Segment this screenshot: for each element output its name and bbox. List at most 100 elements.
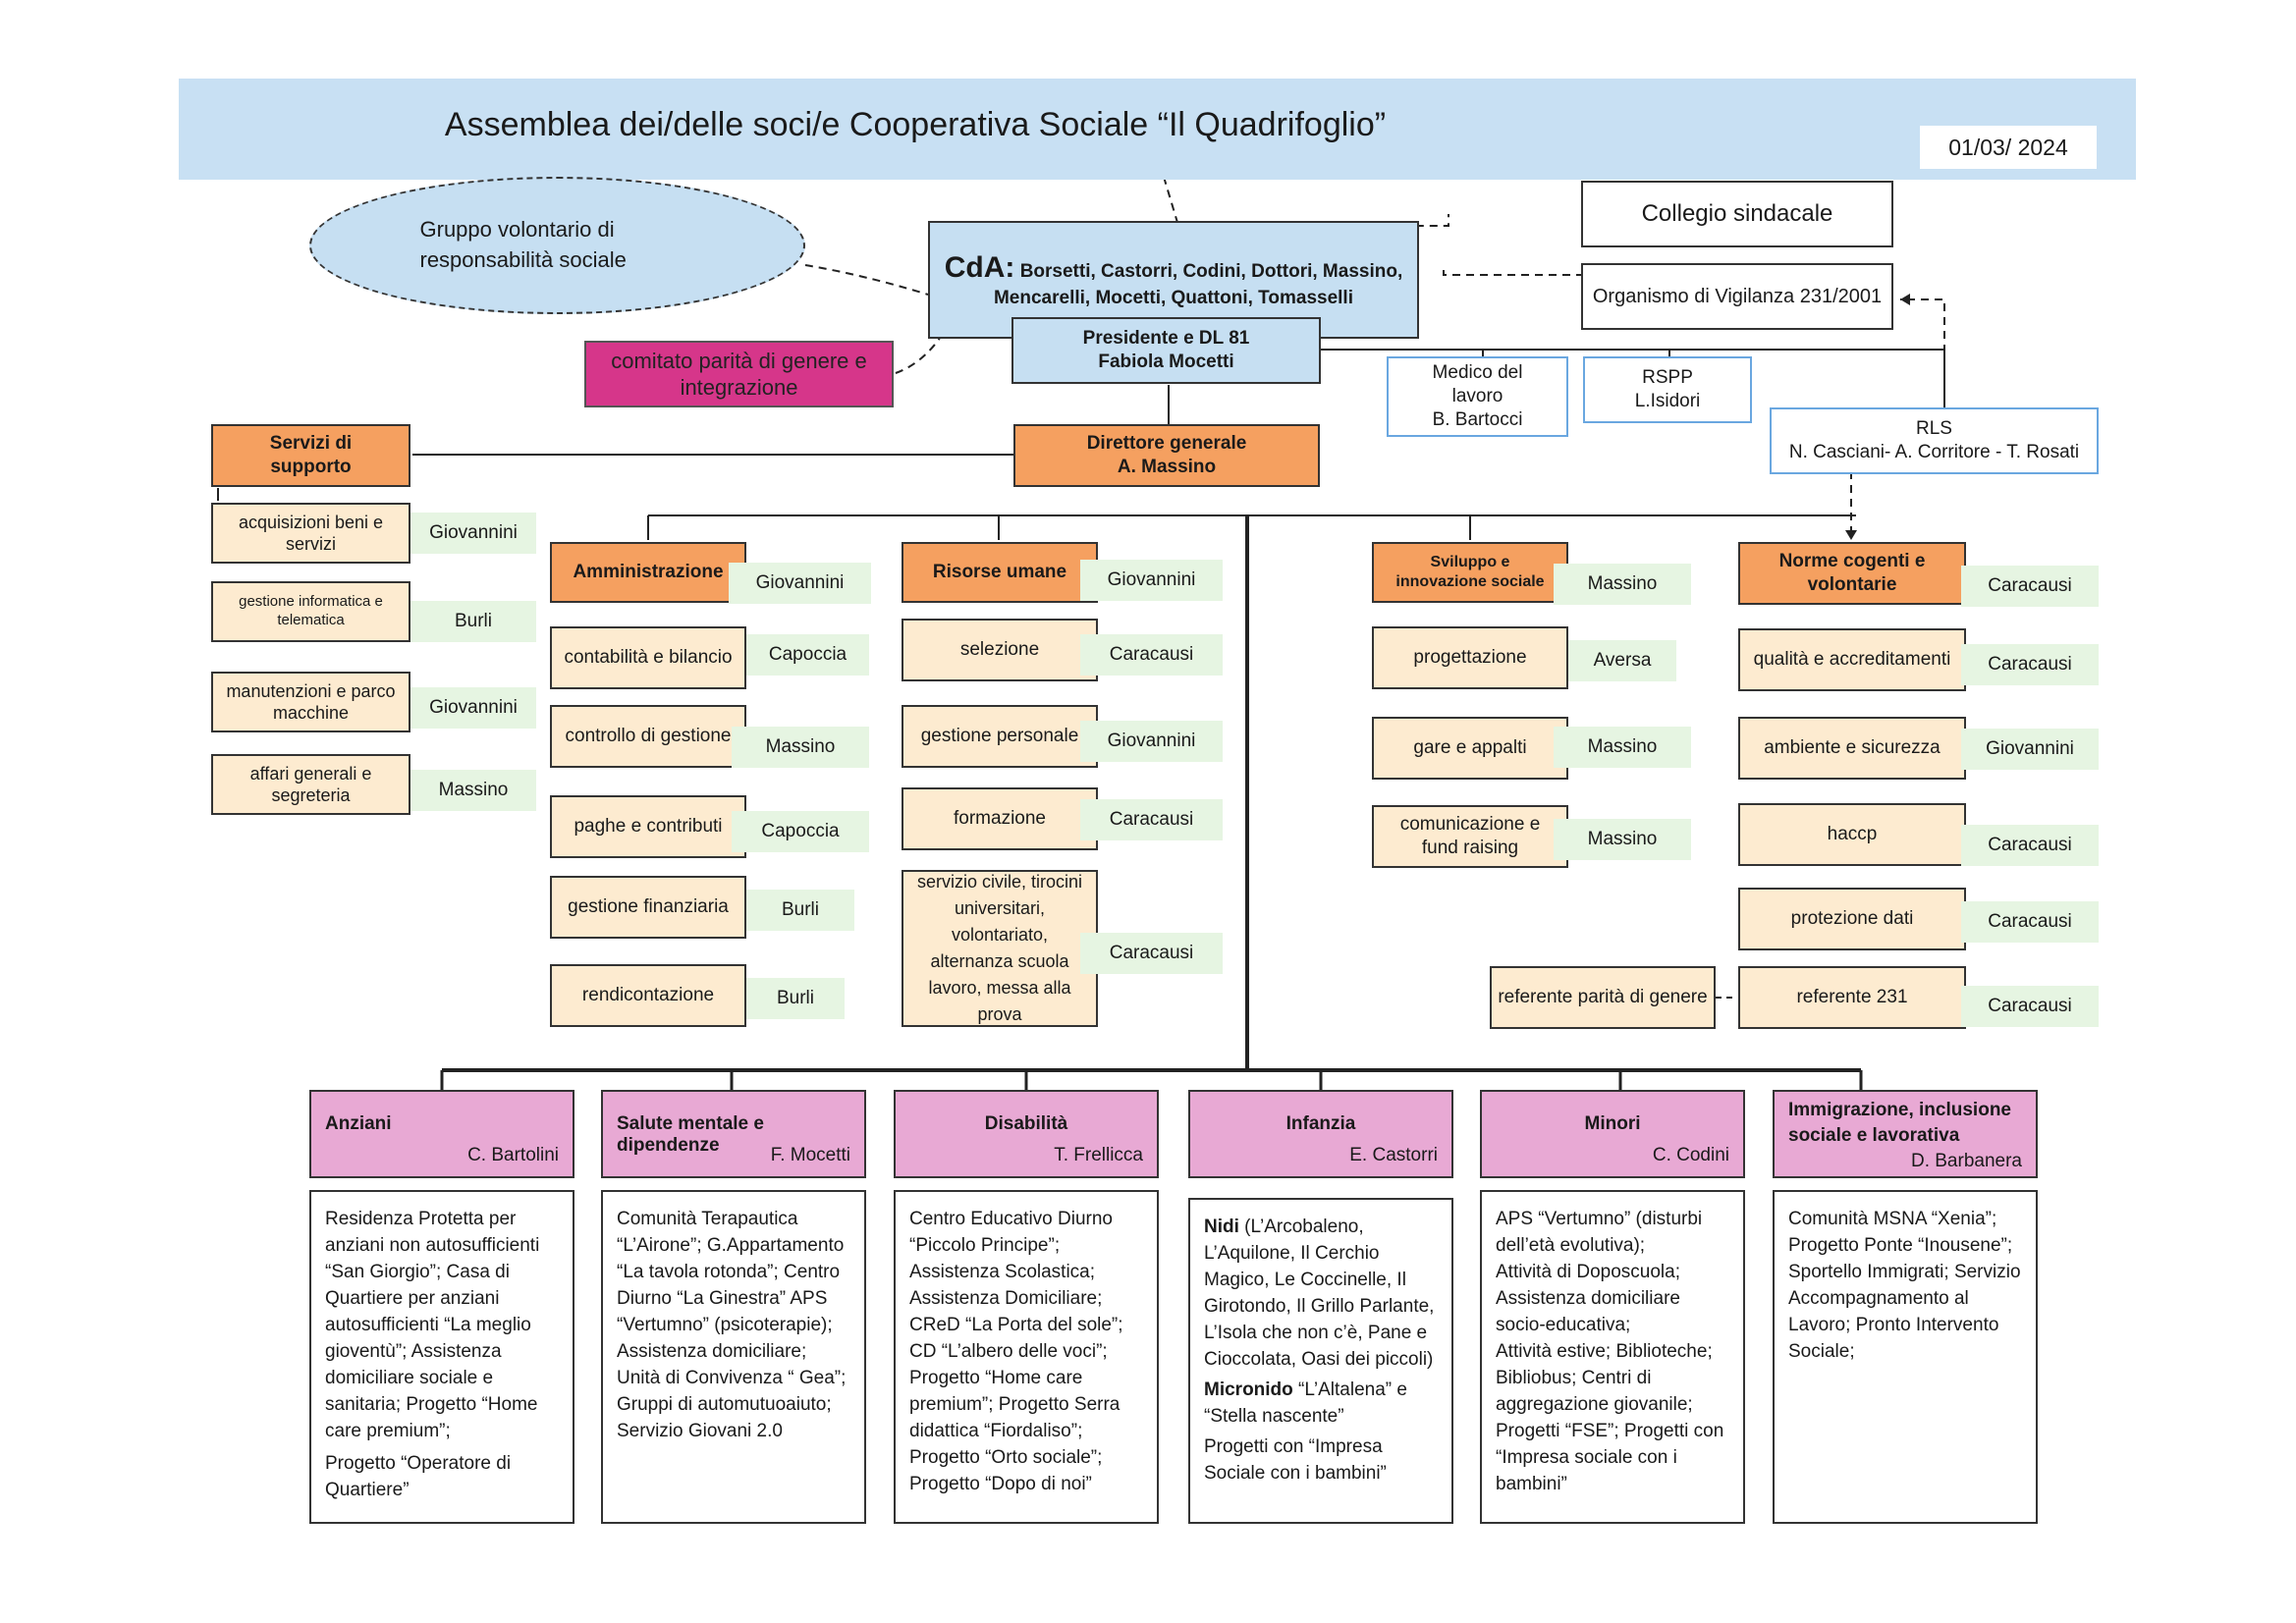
header-band	[179, 79, 2136, 180]
sviluppo-item-label: progettazione	[1413, 647, 1527, 669]
amministrazione-item-label: contabilità e bilancio	[564, 647, 733, 669]
odv-label: Organismo di Vigilanza 231/2001	[1592, 285, 1883, 307]
rls-line-1: RLS	[1916, 418, 1952, 440]
sector-header-immigrazione: Immigrazione, inclusione sociale e lavor…	[1773, 1090, 2038, 1178]
service-text: “L’Altalena” e “Stella nascente”	[1204, 1380, 1407, 1427]
sviluppo-title-1: Sviluppo e	[1430, 554, 1510, 570]
item-person-label: Caracausi	[1988, 654, 2072, 675]
norme-item-label: protezione dati	[1790, 908, 1914, 930]
sector-title: Disabilità	[984, 1113, 1068, 1134]
amministrazione-person: Capoccia	[746, 634, 869, 676]
service-text: Centro Educativo Diurno “Piccolo Princip…	[909, 1209, 1123, 1494]
comitato-label: comitato parità di genere e integrazione	[611, 348, 867, 401]
norme-item: ambiente e sicurezza	[1738, 717, 1966, 780]
amministrazione-item-label: rendicontazione	[581, 985, 715, 1006]
supporto-item: acquisizioni beni e servizi	[211, 503, 410, 564]
item-person-label: Capoccia	[761, 821, 840, 841]
referente-parita-box: referente parità di genere	[1490, 966, 1716, 1029]
norme-header: Norme cogenti e volontarie	[1738, 542, 1966, 605]
supporto-item-label: acquisizioni beni e servizi	[238, 512, 384, 555]
supporto-item-label: affari generali e segreteria	[249, 763, 372, 806]
service-text: Progetti con “Impresa Sociale con i bamb…	[1204, 1436, 1387, 1484]
supporto-item: gestione informatica e telematica	[211, 581, 410, 642]
norme-person: Caracausi	[1961, 825, 2099, 866]
cda-members-line-2: Mencarelli, Mocetti, Quattoni, Tomassell…	[993, 287, 1353, 308]
sviluppo-person: Massino	[1554, 819, 1691, 860]
services-anziani: Residenza Protetta per anziani non autos…	[309, 1190, 574, 1524]
gruppo-volontario-ellipse: Gruppo volontario di responsabilità soci…	[309, 177, 805, 314]
page-title: Assemblea dei/delle soci/e Cooperativa S…	[444, 106, 1387, 143]
service-text: Attività di Doposcuola;	[1496, 1262, 1680, 1282]
sviluppo-item: comunicazione e fund raising	[1372, 805, 1568, 868]
sviluppo-item-label: comunicazione e fund raising	[1399, 814, 1541, 858]
norme-item: qualità e accreditamenti	[1738, 628, 1966, 691]
item-person-label: Capoccia	[768, 644, 847, 665]
norme-item-label: haccp	[1827, 824, 1878, 845]
supporto-person-label: Giovannini	[429, 697, 518, 718]
supporto-person: Massino	[410, 770, 536, 811]
sector-person: F. Mocetti	[770, 1145, 850, 1165]
service-text: APS “Vertumno” (disturbi dell’età evolut…	[1496, 1209, 1703, 1256]
supporto-person: Burli	[410, 601, 536, 642]
norme-item-label: qualità e accreditamenti	[1753, 649, 1951, 671]
sector-header-infanzia: Infanzia E. Castorri	[1188, 1090, 1453, 1178]
amministrazione-person: Giovannini	[729, 563, 871, 604]
norme-person-label: Caracausi	[1988, 575, 2072, 596]
risorse-person: Caracausi	[1080, 933, 1223, 974]
sviluppo-person: Massino	[1554, 727, 1691, 768]
supporto-item-label: gestione informatica e telematica	[239, 593, 383, 628]
service-text: (L’Arcobaleno, L’Aquilone, Il Cerchio Ma…	[1204, 1217, 1435, 1370]
nidi-label: Nidi	[1204, 1217, 1239, 1237]
collegio-sindacale-box: Collegio sindacale	[1581, 181, 1893, 247]
sector-header-anziani: Anziani C. Bartolini	[309, 1090, 574, 1178]
service-text: Progetto Ponte “Inousene”;	[1788, 1235, 2013, 1256]
referente-parita-label: referente parità di genere	[1498, 987, 1708, 1008]
norme-item-label: referente 231	[1796, 987, 1908, 1008]
risorse-person: Caracausi	[1080, 634, 1223, 676]
supporto-item: affari generali e segreteria	[211, 754, 410, 815]
item-person-label: Caracausi	[1109, 943, 1194, 963]
risorse-item: selezione	[902, 619, 1098, 681]
norme-title: Norme cogenti e volontarie	[1778, 551, 1926, 595]
service-text: Comunità Terapautica “L’Airone”; G.Appar…	[617, 1209, 847, 1441]
supporto-title: Servizi di supporto	[269, 433, 353, 477]
risorse-item: gestione personale	[902, 705, 1098, 768]
item-person-label: Massino	[1587, 829, 1658, 849]
norme-person: Giovannini	[1961, 729, 2099, 770]
sector-person: C. Bartolini	[467, 1145, 559, 1165]
amministrazione-title: Amministrazione	[573, 562, 724, 583]
amministrazione-item-label: gestione finanziaria	[568, 896, 729, 918]
norme-item: referente 231	[1738, 966, 1966, 1029]
item-person-label: Aversa	[1593, 650, 1652, 671]
odv-box: Organismo di Vigilanza 231/2001	[1581, 263, 1893, 330]
amministrazione-item: gestione finanziaria	[550, 876, 746, 939]
risorse-item: servizio civile, tirocini universitari, …	[902, 870, 1098, 1027]
sector-title: Infanzia	[1285, 1113, 1356, 1134]
medico-line-3: B. Bartocci	[1432, 408, 1523, 430]
risorse-header: Risorse umane	[902, 542, 1098, 603]
service-text: Sportello Immigrati; Servizio Accompagna…	[1788, 1262, 2021, 1362]
presidente-line-1: Presidente e DL 81	[1082, 328, 1250, 350]
supporto-item-label: manutenzioni e parco macchine	[226, 680, 396, 724]
sector-title: Minori	[1584, 1113, 1641, 1134]
service-text: Attività estive; Biblioteche; Bibliobus;…	[1496, 1341, 1724, 1494]
sector-title: Anziani	[325, 1113, 392, 1134]
norme-person: Caracausi	[1961, 644, 2099, 685]
amministrazione-person: Massino	[732, 727, 869, 768]
direttore-line-1: Direttore generale	[1086, 433, 1247, 455]
rspp-box: RSPP L.Isidori	[1583, 356, 1752, 423]
supporto-person-label: Massino	[438, 780, 509, 800]
norme-person: Caracausi	[1961, 986, 2099, 1027]
rls-line-2: N. Casciani- A. Corritore - T. Rosati	[1788, 442, 2080, 462]
service-text: Comunità MSNA “Xenia”;	[1788, 1209, 1997, 1229]
service-text: Assistenza domiciliare socio-educativa;	[1496, 1288, 1680, 1335]
risorse-person: Giovannini	[1080, 721, 1223, 762]
supporto-person: Giovannini	[410, 513, 536, 554]
item-person-label: Caracausi	[1988, 911, 2072, 932]
rspp-line-2: L.Isidori	[1634, 391, 1701, 411]
cda-members-line-1: Borsetti, Castorri, Codini, Dottori, Mas…	[1019, 261, 1403, 283]
item-person-label: Massino	[765, 736, 836, 757]
micronido-label: Micronido	[1204, 1380, 1293, 1400]
medico-line-1: Medico del	[1432, 362, 1523, 384]
